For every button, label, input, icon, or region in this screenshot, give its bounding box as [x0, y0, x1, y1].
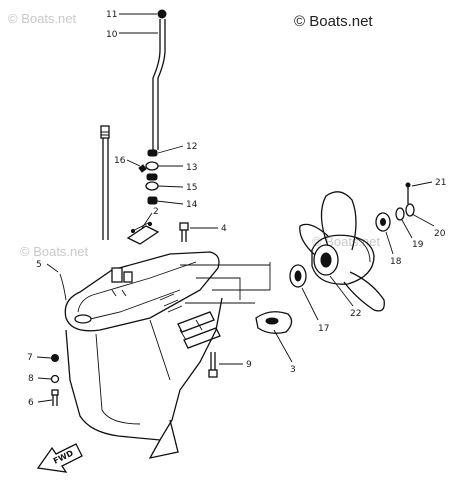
nut-part-19 — [395, 207, 405, 221]
drive-shaft — [100, 125, 110, 240]
callout-21: 21 — [435, 178, 446, 188]
callout-8: 8 — [28, 374, 34, 384]
prop-nut-parts — [375, 182, 415, 232]
callout-17: 17 — [318, 324, 329, 334]
callout-labels: 11 10 12 13 15 14 16 2 4 5 7 8 6 9 3 17 … — [27, 10, 446, 408]
propeller — [299, 191, 385, 312]
bolt-part-9 — [208, 352, 218, 378]
callout-14: 14 — [186, 200, 198, 210]
callout-13: 13 — [186, 163, 197, 173]
callout-2: 2 — [153, 207, 159, 217]
callout-11: 11 — [106, 10, 117, 20]
callout-22: 22 — [350, 309, 361, 319]
watermark-mid-left: © Boats.net — [20, 244, 89, 259]
callout-20: 20 — [434, 229, 446, 239]
callout-7: 7 — [27, 353, 33, 363]
callout-10: 10 — [106, 30, 118, 40]
leader-5-curve — [59, 273, 67, 301]
callout-19: 19 — [412, 240, 424, 250]
callout-3: 3 — [290, 365, 296, 375]
grommet-part-11 — [157, 9, 167, 19]
forward-arrow: FWD — [36, 443, 83, 473]
copyright-text: © Boats.net — [294, 13, 373, 30]
callout-6: 6 — [28, 398, 34, 408]
thrust-washer-part-17 — [289, 264, 307, 288]
bolt-part-4 — [179, 222, 189, 242]
callout-leaders — [36, 13, 435, 403]
callout-18: 18 — [390, 257, 402, 267]
drain-screw-parts — [50, 354, 60, 406]
callout-15: 15 — [186, 183, 197, 193]
anode-part-3 — [255, 311, 293, 334]
callout-9: 9 — [246, 360, 252, 370]
callout-16: 16 — [114, 156, 126, 166]
callout-12: 12 — [186, 142, 197, 152]
callout-4: 4 — [221, 224, 227, 234]
fwd-label: FWD — [52, 448, 75, 465]
watermark-top: © Boats.net — [8, 11, 77, 26]
shaft-seal-parts — [138, 149, 159, 205]
callout-5: 5 — [36, 260, 42, 270]
bracket-part-2 — [126, 221, 160, 245]
shift-rod — [152, 9, 167, 150]
washer-part-20 — [405, 203, 415, 217]
gearcase-housing — [64, 251, 271, 459]
